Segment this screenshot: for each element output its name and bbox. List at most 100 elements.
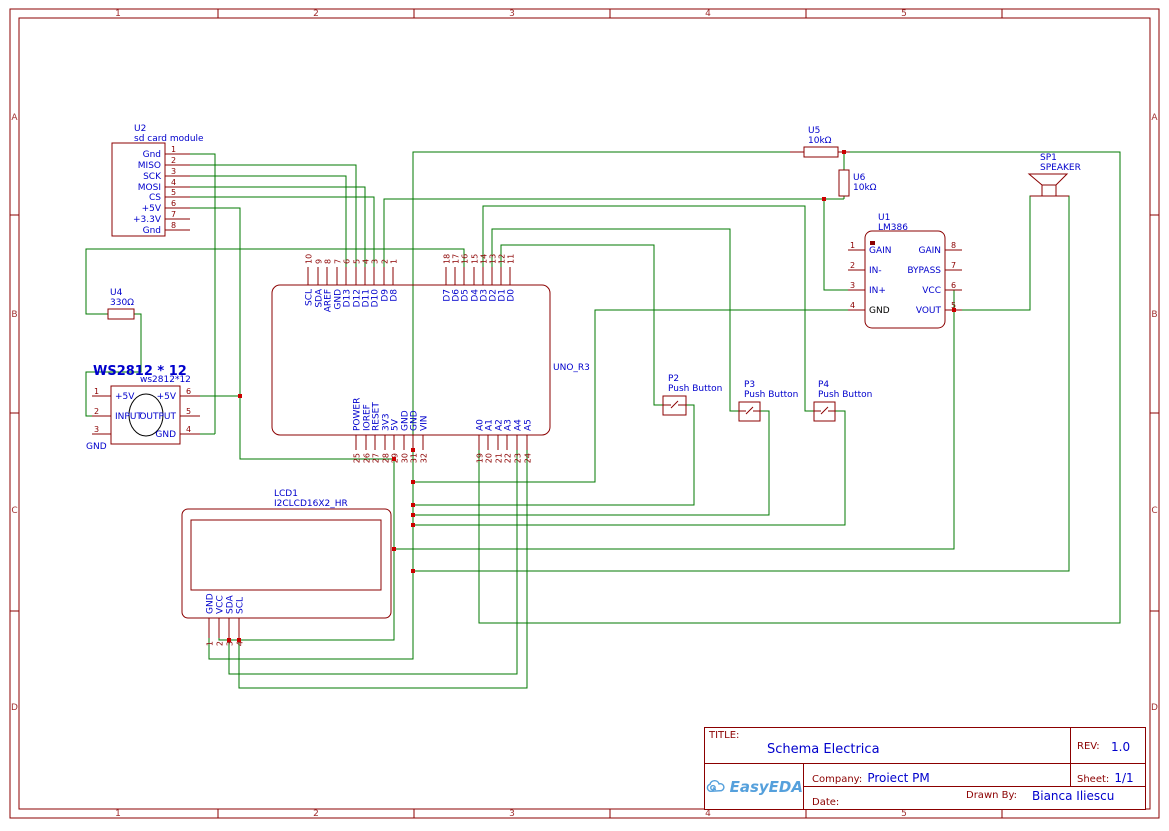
label-u6-1[interactable]: 10kΩ bbox=[853, 183, 877, 193]
wire-u4-d5[interactable] bbox=[85, 248, 465, 315]
sheet-title[interactable]: Schema Electrica bbox=[767, 742, 880, 757]
wire-u4-input[interactable] bbox=[85, 313, 142, 417]
wire-scl-a5[interactable] bbox=[238, 450, 528, 689]
label-u4-0[interactable]: U4 bbox=[110, 288, 123, 298]
pin-u1-2[interactable]: 2IN- bbox=[848, 261, 882, 276]
wire-gnd-col[interactable] bbox=[208, 151, 790, 660]
label-u2-1[interactable]: sd card module bbox=[134, 134, 204, 144]
wire-p2-ret[interactable] bbox=[413, 404, 695, 506]
rev-value[interactable]: 1.0 bbox=[1111, 740, 1131, 754]
label-p2-0[interactable]: P2 bbox=[668, 374, 679, 384]
uno-r3-body[interactable] bbox=[271, 284, 551, 436]
wire-u2-5v[interactable] bbox=[190, 207, 394, 460]
label-u5-1[interactable]: 10kΩ bbox=[808, 136, 832, 146]
wire-divider-a0[interactable] bbox=[478, 151, 1121, 624]
resistor-10k-top-body[interactable] bbox=[803, 146, 839, 158]
company-value[interactable]: Proiect PM bbox=[867, 771, 930, 785]
label-uno1-0[interactable]: UNO_R3 bbox=[553, 363, 590, 373]
resistor-330-body[interactable] bbox=[107, 308, 135, 320]
label-sp1-1[interactable]: SPEAKER bbox=[1040, 163, 1081, 173]
label-p3-1[interactable]: Push Button bbox=[744, 390, 798, 400]
label-p4-0[interactable]: P4 bbox=[818, 380, 829, 390]
pin-uno1-29[interactable]: 295V bbox=[391, 418, 401, 463]
wire-p3-ret[interactable] bbox=[413, 410, 770, 516]
label-ws1-2[interactable]: GND bbox=[86, 442, 107, 452]
wire-sda-a4[interactable] bbox=[228, 450, 518, 675]
pin-ws1-1[interactable]: 1+5V bbox=[92, 387, 135, 402]
sheet-value[interactable]: 1/1 bbox=[1114, 771, 1134, 785]
i2c-lcd-body[interactable] bbox=[190, 519, 382, 591]
resistor-10k-vert-body[interactable] bbox=[838, 169, 850, 197]
pin-u2-5[interactable]: 5CS bbox=[149, 188, 190, 203]
ws2812-strip-body[interactable] bbox=[110, 385, 181, 445]
label-u1-0[interactable]: U1 bbox=[878, 213, 890, 223]
wire-vout-down[interactable] bbox=[394, 310, 955, 550]
pin-uno1-1[interactable]: 1D8 bbox=[390, 259, 400, 302]
drawn-by-value[interactable]: Bianca Iliescu bbox=[1032, 789, 1115, 803]
wire-p2-d1[interactable] bbox=[500, 244, 663, 406]
speaker-body[interactable] bbox=[1041, 184, 1057, 197]
component-uno-r3[interactable]: UNO_R310SCL9SDA8AREF7GND6D135D124D113D10… bbox=[271, 254, 590, 464]
wire-sck-d13[interactable] bbox=[190, 175, 347, 267]
pin-ws1-6[interactable]: 6+5V bbox=[157, 387, 200, 402]
sd-card-module-body[interactable] bbox=[111, 142, 166, 237]
label-u5-0[interactable]: U5 bbox=[808, 126, 820, 136]
label-u1-1[interactable]: LM386 bbox=[878, 223, 908, 233]
wire-gnd-u1[interactable] bbox=[413, 309, 848, 483]
label-p2-1[interactable]: Push Button bbox=[668, 384, 722, 394]
label-lcd1-1[interactable]: I2CLCD16X2_HR bbox=[274, 499, 348, 509]
wire-tap-inplus[interactable] bbox=[823, 199, 848, 291]
pin-u2-6[interactable]: 6+5V bbox=[142, 199, 190, 214]
pin-uno1-2[interactable]: 2D9 bbox=[381, 259, 391, 302]
label-lcd1-0[interactable]: LCD1 bbox=[274, 489, 298, 499]
label-p4-1[interactable]: Push Button bbox=[818, 390, 872, 400]
component-ws2812-strip[interactable]: WS2812 * 12ws2812*12GND1+5V2INPUT36+5V5O… bbox=[86, 364, 200, 452]
label-u6-0[interactable]: U6 bbox=[853, 173, 866, 183]
label-u4-1[interactable]: 330Ω bbox=[110, 298, 134, 308]
wire-u2-gnd[interactable] bbox=[190, 153, 216, 434]
label-ws1-0[interactable]: WS2812 * 12 bbox=[93, 364, 187, 379]
wire-p4-d3[interactable] bbox=[482, 205, 814, 412]
i2c-lcd-body[interactable] bbox=[181, 508, 392, 619]
pin-u1-3[interactable]: 3IN+ bbox=[848, 281, 886, 296]
pin-ws1-3[interactable]: 3 bbox=[92, 425, 111, 435]
